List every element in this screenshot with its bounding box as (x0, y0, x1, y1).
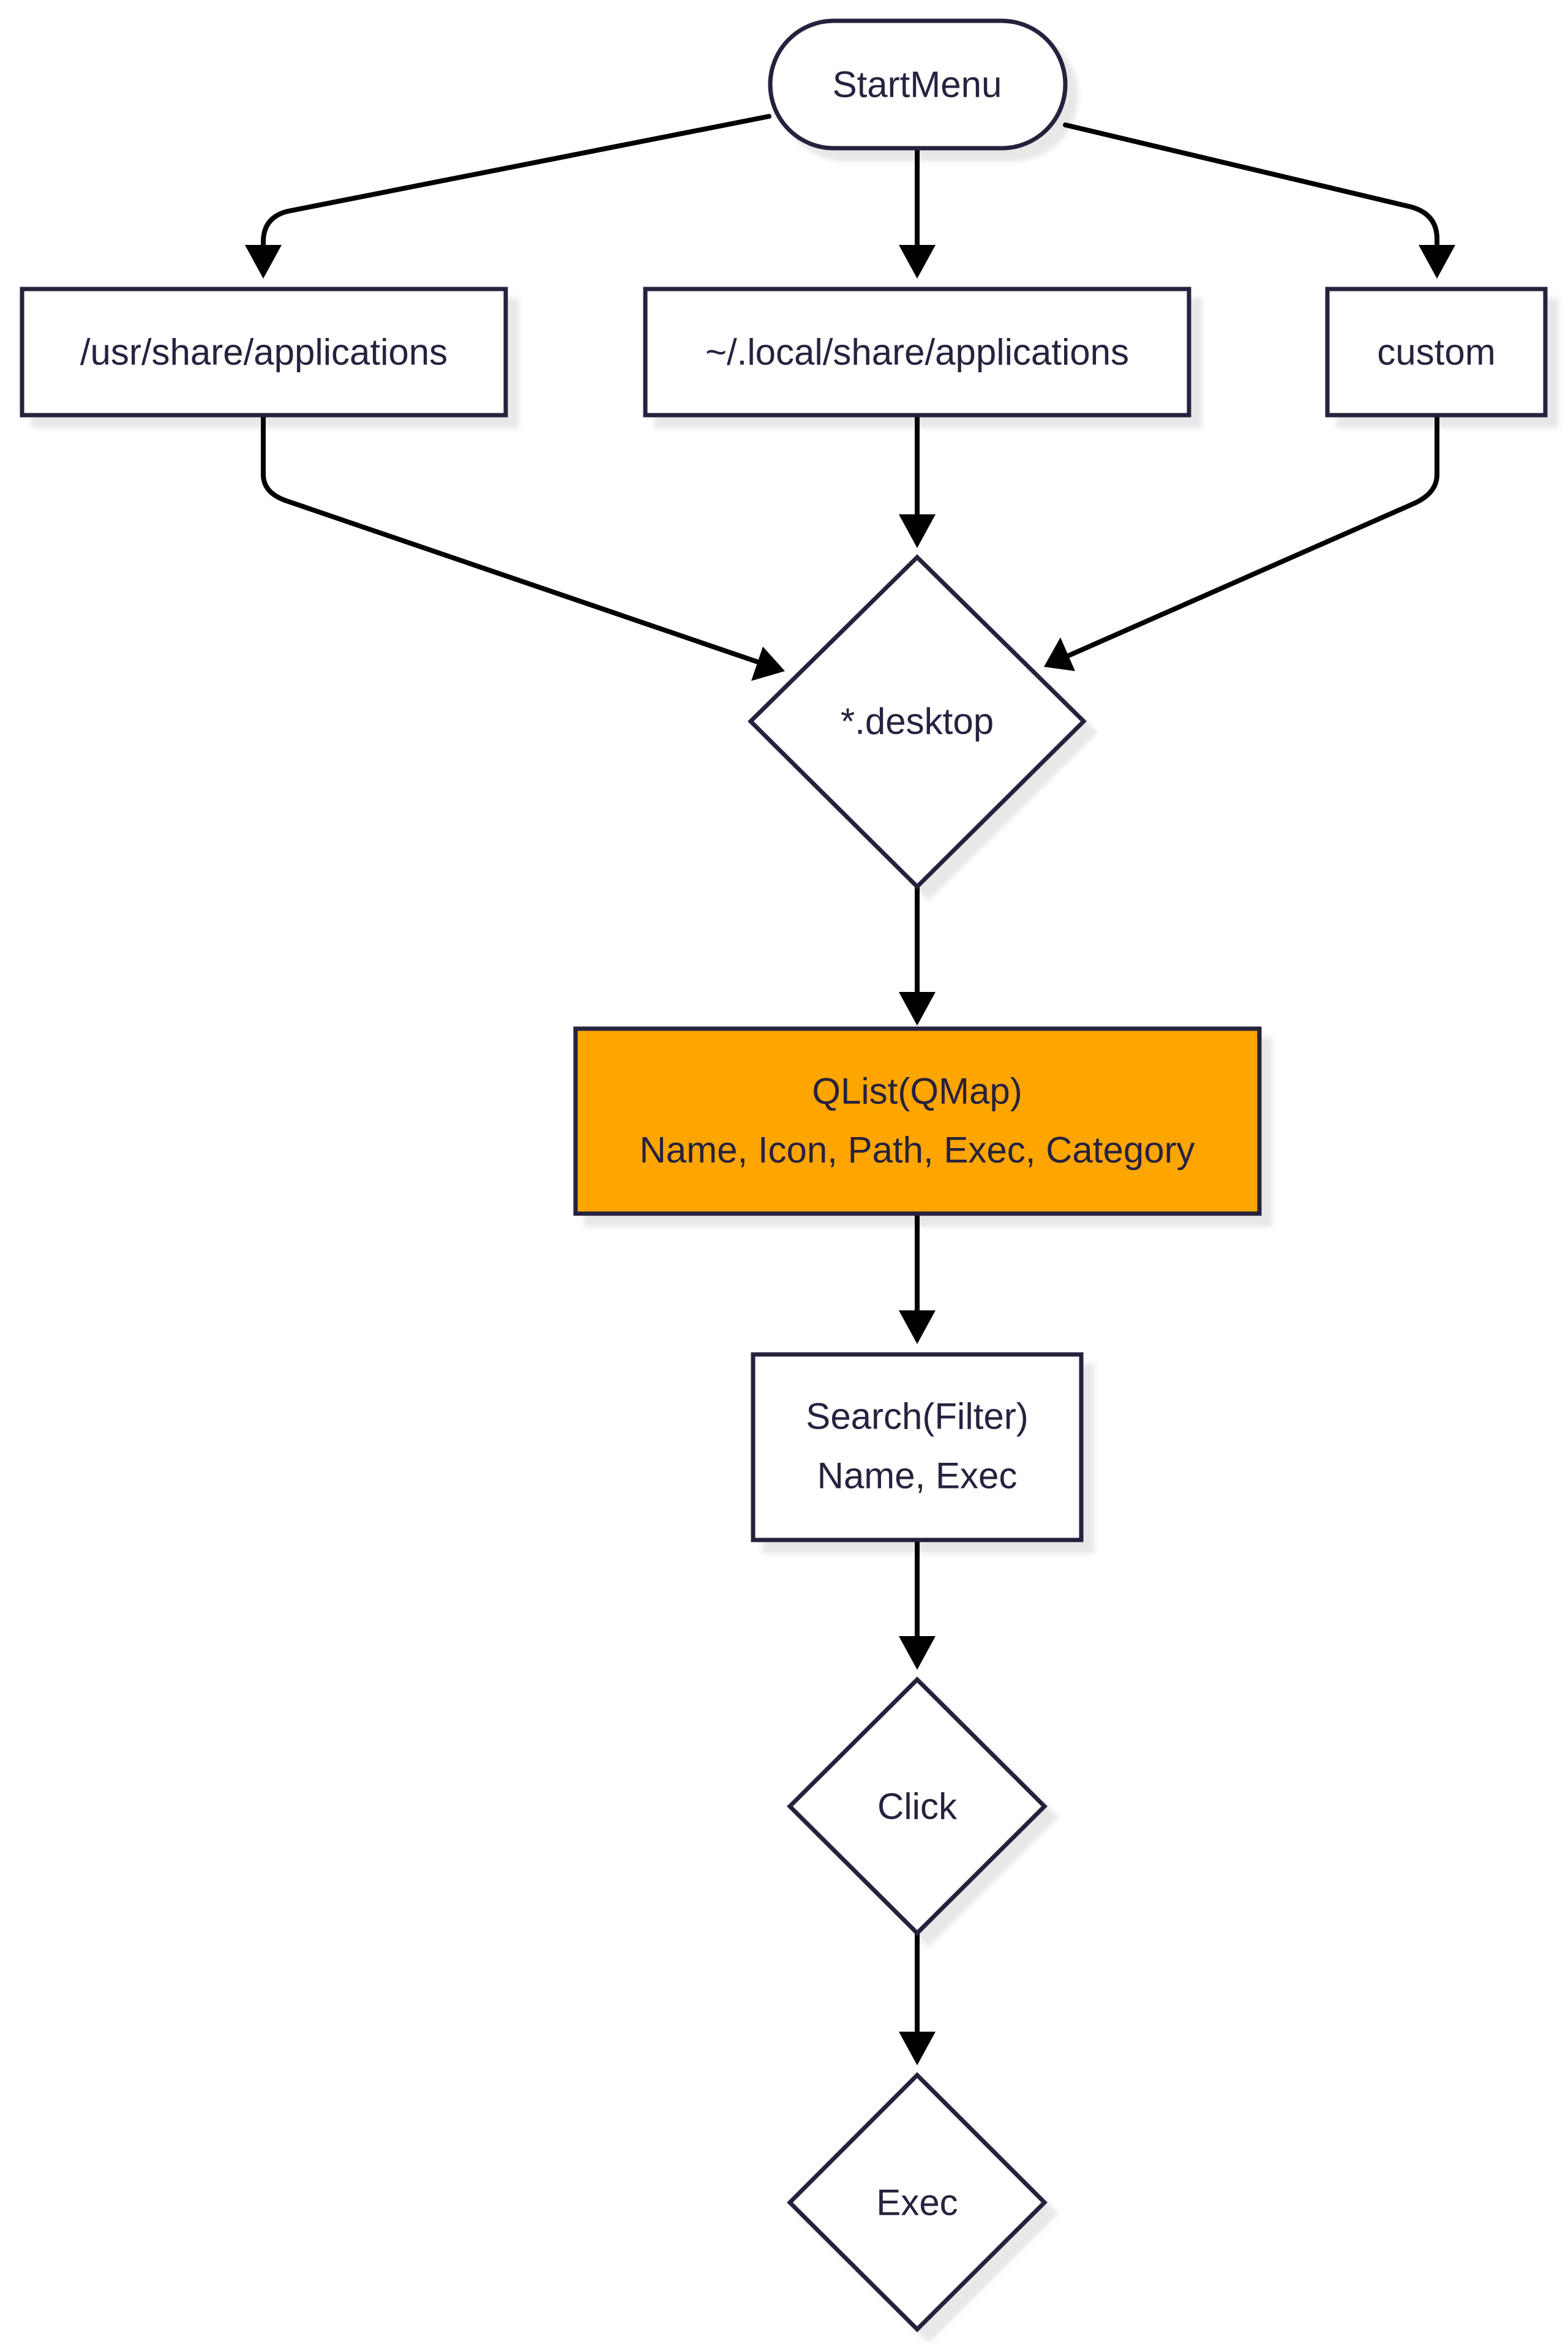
nodes: StartMenu /usr/share/applications ~/.loc… (20, 18, 1548, 2332)
node-qlist-qmap-fields: Name, Icon, Path, Exec, Category (639, 1130, 1195, 1171)
edge-click-to-exec (899, 1931, 936, 2065)
node-search-filter-title: Search(Filter) (806, 1396, 1028, 1437)
node-search-filter: Search(Filter) Name, Exec (751, 1352, 1084, 1542)
node-usr-share-applications: /usr/share/applications (20, 287, 508, 418)
node-click: Click (787, 1677, 1048, 1936)
node-start-menu-label: StartMenu (833, 64, 1002, 105)
node-custom-label: custom (1377, 332, 1495, 373)
edge-usr-share-to-desktop (261, 413, 785, 681)
node-search-filter-fields: Name, Exec (817, 1455, 1018, 1496)
node-qlist-qmap: QList(QMap) Name, Icon, Path, Exec, Cate… (573, 1026, 1262, 1216)
edge-search-to-click (899, 1538, 936, 1670)
edge-start-to-usr-share (245, 114, 771, 279)
edge-qlist-to-search (899, 1211, 936, 1344)
node-desktop: *.desktop (748, 554, 1087, 890)
node-usr-share-applications-label: /usr/share/applications (80, 332, 448, 373)
node-custom: custom (1325, 287, 1548, 418)
node-start-menu: StartMenu (768, 18, 1068, 151)
edge-custom-to-desktop (1044, 413, 1439, 671)
edge-start-to-local-share (899, 146, 936, 279)
node-qlist-qmap-title: QList(QMap) (812, 1071, 1022, 1112)
node-local-share-applications-label: ~/.local/share/applications (705, 332, 1129, 373)
node-exec-label: Exec (876, 2182, 958, 2223)
edge-start-to-custom (1063, 122, 1455, 279)
node-exec: Exec (787, 2072, 1048, 2332)
node-click-label: Click (877, 1786, 958, 1827)
node-local-share-applications: ~/.local/share/applications (643, 287, 1191, 418)
node-desktop-label: *.desktop (841, 701, 994, 742)
edge-local-share-to-desktop (899, 413, 936, 548)
edges (245, 114, 1455, 2065)
edge-desktop-to-qlist (899, 884, 936, 1026)
